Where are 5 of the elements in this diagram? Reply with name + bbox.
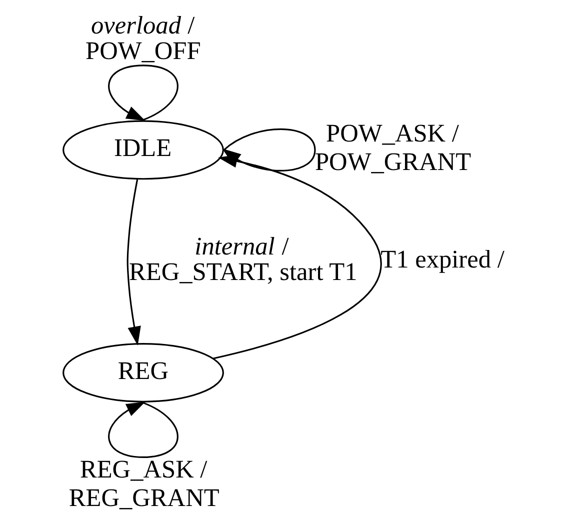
edge-label: POW_ASK / POW_GRANT (314, 120, 471, 176)
edge-label: overload / POW_OFF (84, 11, 200, 65)
edge-label: internal / REG_START, start T1 (128, 232, 357, 286)
edge-label: T1 expired / (380, 245, 504, 274)
edge-label: REG_ASK / REG_GRANT (68, 455, 219, 512)
